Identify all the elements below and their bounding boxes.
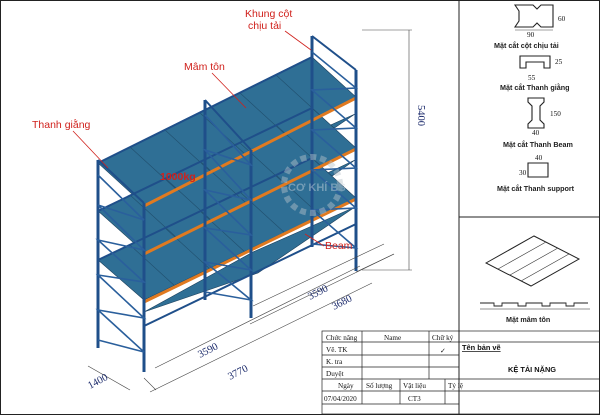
callout-brace: Thanh giằng bbox=[32, 118, 91, 131]
tb-role-approve: Duyệt bbox=[326, 370, 344, 378]
section-details: 90 60 Mặt cắt cột chịu tải 55 25 Mặt cắt… bbox=[494, 4, 575, 193]
callout-beam: Beam bbox=[325, 240, 353, 252]
section-brace-dim-h: 25 bbox=[555, 58, 563, 66]
tb-bottom-date: Ngày bbox=[338, 382, 354, 390]
section-column-dim-w: 90 bbox=[527, 31, 535, 39]
section-support-dim-w: 40 bbox=[535, 154, 543, 162]
tb-bottom-material: Vật liệu bbox=[403, 382, 426, 390]
section-beam-dim-h: 150 bbox=[550, 110, 561, 118]
tb-header-signature: Chữ ký bbox=[432, 334, 454, 342]
section-support: 40 30 Mặt cắt Thanh support bbox=[497, 154, 575, 193]
frame-bracing bbox=[95, 51, 359, 353]
dimension-lines bbox=[87, 29, 412, 393]
callouts: Khung cột chịu tải Mâm tôn Thanh giằng B… bbox=[32, 8, 353, 252]
deck-profile bbox=[480, 302, 588, 307]
dim-bay-front-total: 3770 bbox=[226, 363, 250, 382]
dim-bay-back-inner: 3590 bbox=[306, 283, 330, 302]
tb-bottom-scale: Tỷ lệ bbox=[448, 382, 463, 390]
dim-bay-front-inner: 3590 bbox=[196, 341, 220, 360]
section-beam: 40 150 Mặt cắt Thanh Beam bbox=[503, 97, 573, 149]
section-brace: 55 25 Mặt cắt Thanh giằng bbox=[500, 55, 569, 92]
section-brace-label: Mặt cắt Thanh giằng bbox=[500, 83, 569, 92]
tb-role-design: Vẽ. TK bbox=[326, 346, 348, 354]
callout-frame-line2: chịu tải bbox=[248, 20, 281, 32]
tb-check: ✓ bbox=[440, 347, 446, 355]
tb-bottom-qty: Số lượng bbox=[366, 382, 393, 390]
tb-header-name: Name bbox=[384, 334, 401, 342]
dim-depth: 1400 bbox=[86, 372, 110, 392]
tb-date-value: 07/04/2020 bbox=[324, 395, 357, 403]
section-beam-dim-w: 40 bbox=[532, 129, 540, 137]
section-brace-dim-w: 55 bbox=[528, 74, 536, 82]
section-column-dim-h: 60 bbox=[558, 15, 566, 23]
rack-3d-view: CƠ KHÍ BS 1000kg Khung cột chịu tải Mâm … bbox=[32, 8, 426, 393]
watermark-logo: CƠ KHÍ BS bbox=[281, 154, 346, 216]
tb-drawing-name: KỆ TẢI NẶNG bbox=[508, 365, 556, 374]
dim-height: 5400 bbox=[415, 105, 426, 126]
section-support-label: Mặt cắt Thanh support bbox=[497, 184, 575, 193]
tb-role-check: K. tra bbox=[326, 358, 343, 366]
section-column-label: Mặt cắt cột chịu tải bbox=[494, 41, 559, 50]
tb-drawing-name-label: Tên bản vẽ bbox=[462, 343, 501, 352]
callout-deck: Mâm tôn bbox=[184, 61, 225, 73]
dim-bay-back-total: 3680 bbox=[330, 293, 354, 312]
load-label: 1000kg bbox=[160, 171, 196, 183]
deck-view-label: Mặt mâm tôn bbox=[506, 315, 550, 324]
upright-frames bbox=[96, 35, 358, 372]
tb-material-value: CT3 bbox=[408, 395, 421, 403]
title-block bbox=[321, 330, 600, 415]
section-beam-label: Mặt cắt Thanh Beam bbox=[503, 140, 573, 149]
watermark-text: CƠ KHÍ BS bbox=[288, 181, 346, 194]
title-block-text: Chức năng Name Chữ ký Vẽ. TK ✓ K. tra Du… bbox=[324, 334, 556, 403]
section-support-dim-h: 30 bbox=[519, 169, 527, 177]
callout-frame-line1: Khung cột bbox=[245, 8, 292, 20]
section-column: 90 60 Mặt cắt cột chịu tải bbox=[494, 4, 566, 50]
tb-header-function: Chức năng bbox=[326, 334, 358, 342]
deck-plan-view: Mặt mâm tôn bbox=[480, 235, 590, 324]
